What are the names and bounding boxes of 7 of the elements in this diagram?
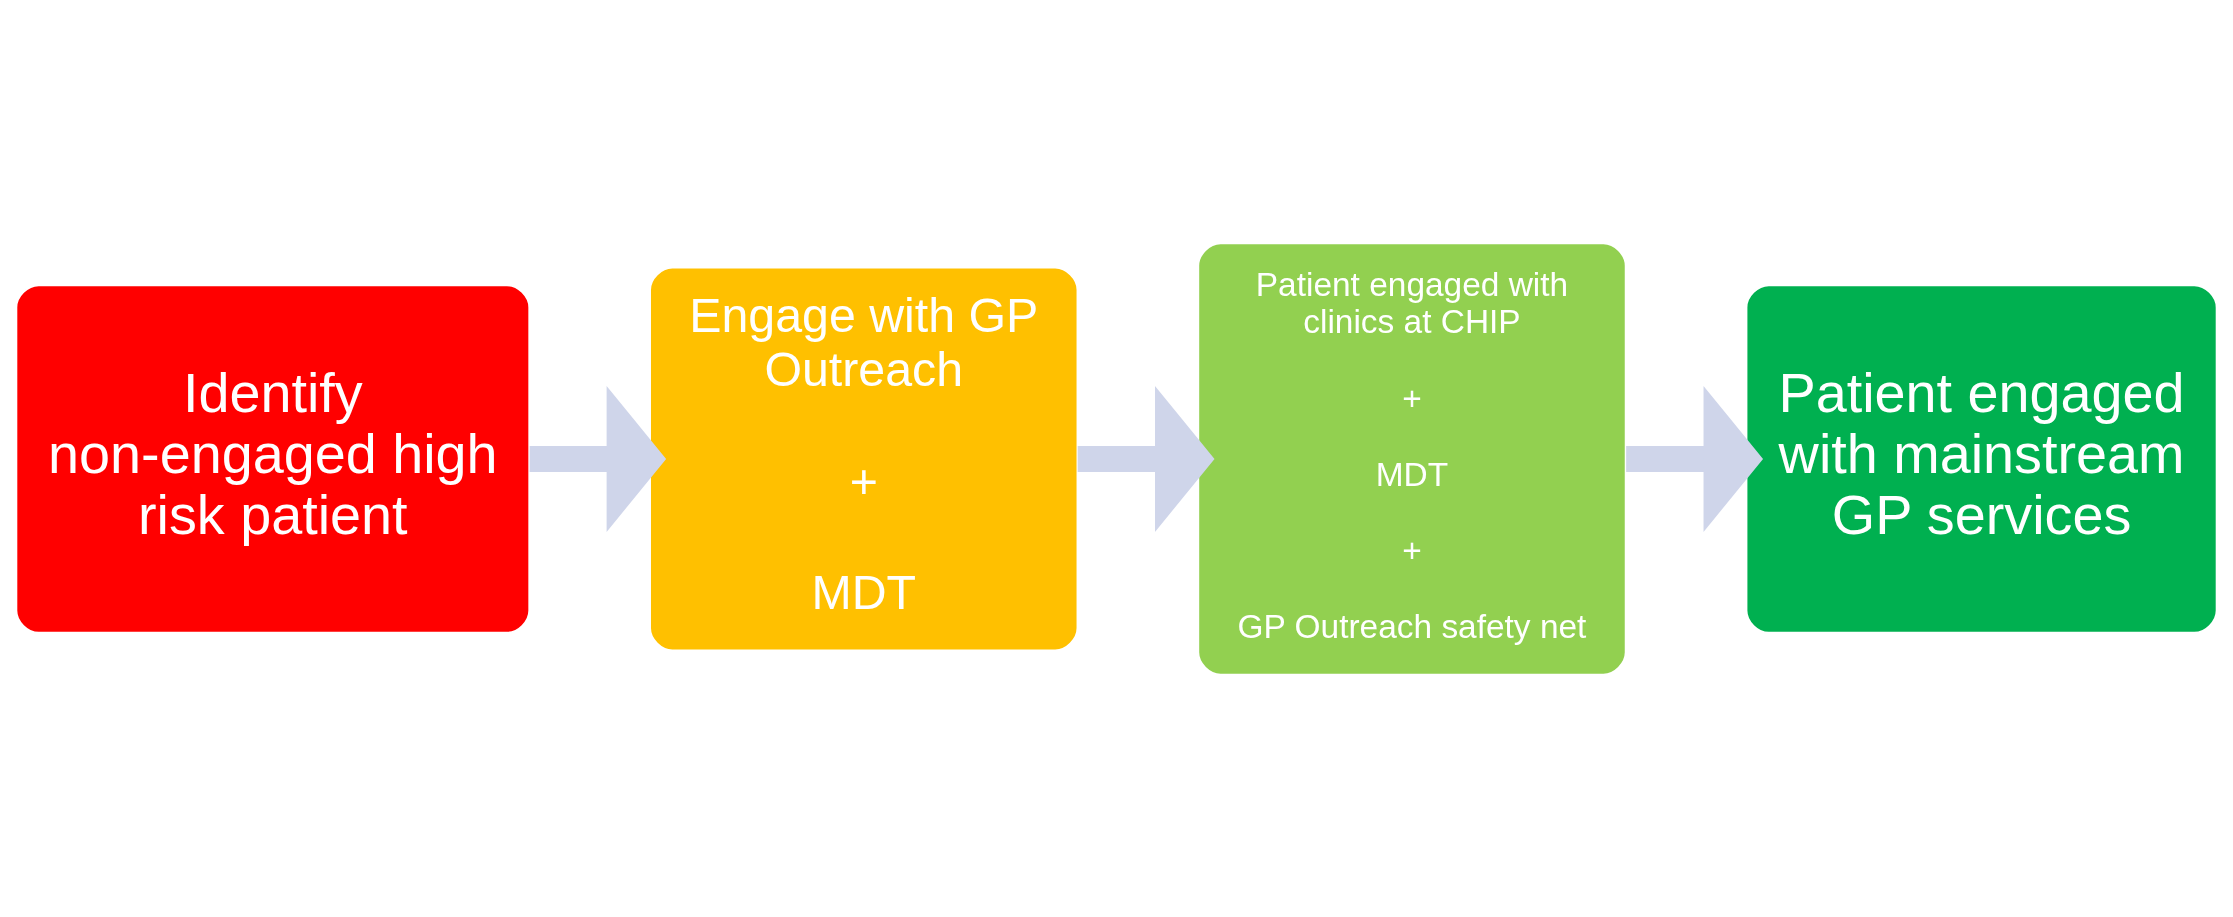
- arrow: [529, 385, 667, 532]
- node-box: Engage with GP Outreach + MDT: [649, 266, 1079, 651]
- node-box: Patient engaged with clinics at CHIP + MDT + GP Outreach safety net: [1197, 242, 1627, 675]
- arrow: [1077, 385, 1215, 532]
- node-box: Identify non-engaged high risk patient: [15, 283, 531, 634]
- arrow: [1626, 385, 1764, 532]
- node-box: Patient engaged with mainstream GP services: [1745, 283, 2218, 634]
